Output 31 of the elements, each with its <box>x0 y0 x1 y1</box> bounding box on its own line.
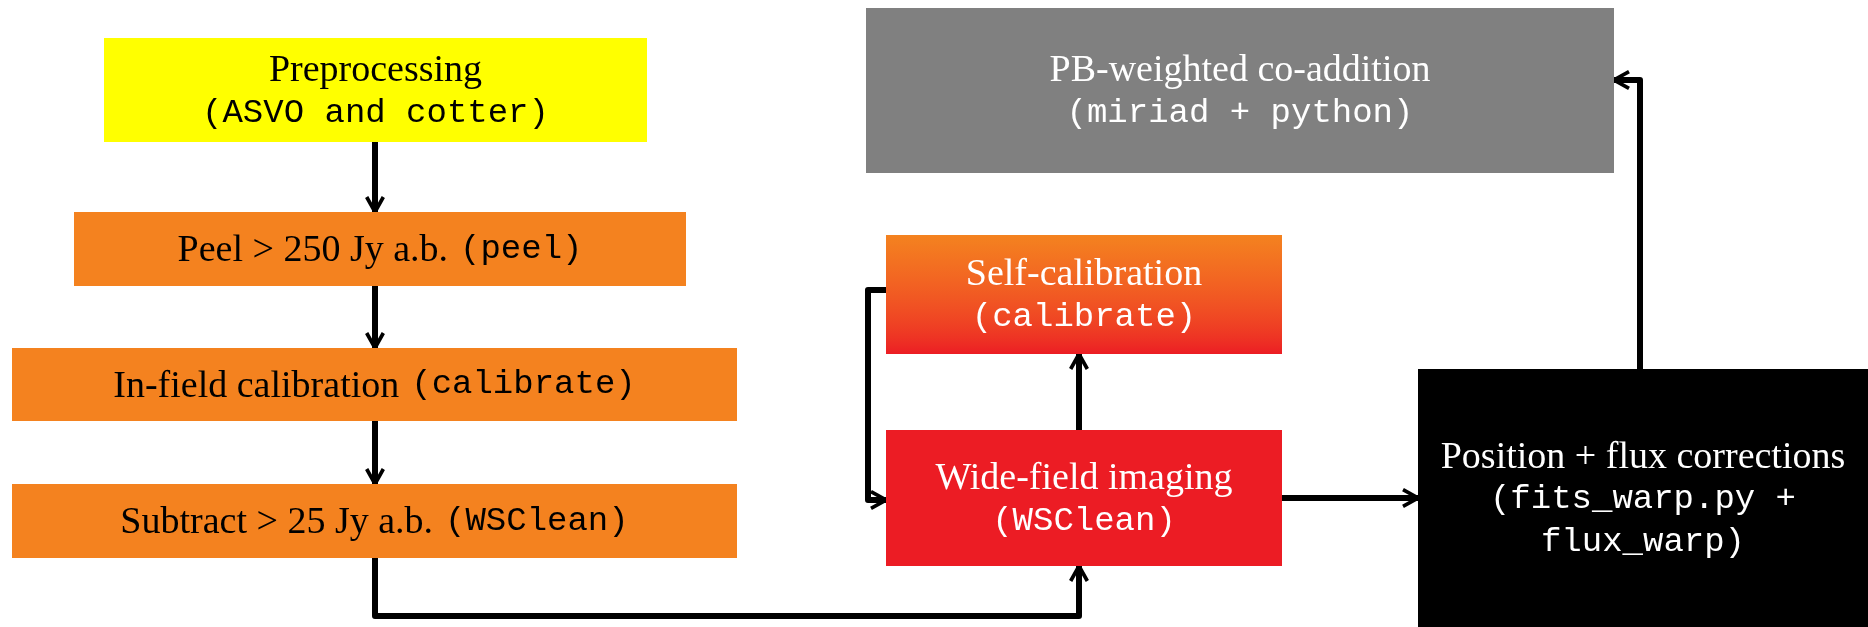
tool-name: (fits_warp.py + flux_warp) <box>1488 479 1798 563</box>
process-box <box>1418 369 1868 627</box>
process-box <box>12 348 737 421</box>
process-box <box>104 38 647 142</box>
process-box <box>74 212 686 286</box>
arrow <box>364 286 386 350</box>
tool-name: (peel) <box>460 228 583 270</box>
box-title: Subtract > 25 Jy a.b. <box>120 498 434 544</box>
arrow <box>865 287 888 511</box>
arrow <box>364 142 386 214</box>
box-title: Preprocessing <box>268 45 483 91</box>
tool-name: (calibrate) <box>971 297 1197 339</box>
arrow <box>1068 352 1090 430</box>
tool-name: (WSClean) <box>445 500 629 542</box>
box-title: Wide-field imaging <box>935 453 1233 499</box>
tool-name: (ASVO and cotter) <box>202 92 549 134</box>
box-title: PB-weighted co-addition <box>1049 46 1431 92</box>
box-title: Self-calibration <box>965 250 1203 296</box>
tool-name: (calibrate) <box>411 364 636 406</box>
arrow <box>372 558 1090 619</box>
process-box <box>12 484 737 558</box>
box-title: Position + flux corrections <box>1440 432 1846 478</box>
arrow <box>1282 487 1420 509</box>
process-box <box>886 235 1282 354</box>
process-box <box>886 430 1282 566</box>
arrow <box>364 421 386 486</box>
tool-name: (WSClean) <box>992 500 1176 542</box>
process-box <box>866 8 1614 173</box>
box-title: In-field calibration <box>113 361 400 407</box>
box-title: Peel > 250 Jy a.b. <box>177 226 449 272</box>
tool-name: (miriad + python) <box>1066 93 1414 135</box>
